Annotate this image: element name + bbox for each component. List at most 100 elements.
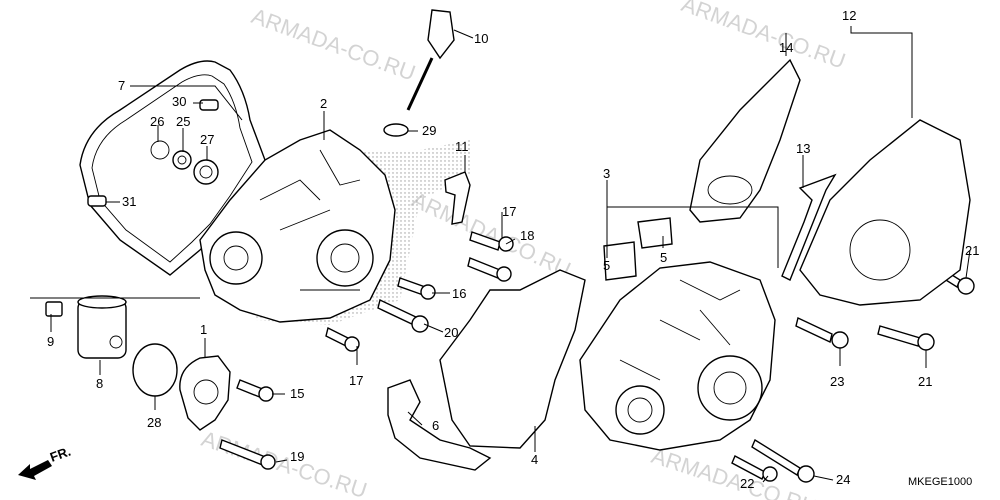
spring-part <box>45 301 63 317</box>
callout-26: 26 <box>150 114 164 129</box>
bolt-part <box>795 317 833 343</box>
callout-14: 14 <box>779 40 793 55</box>
leader-lines <box>30 26 971 483</box>
callout-17: 17 <box>502 204 516 219</box>
oil-seal-part <box>193 159 219 185</box>
callout-23: 23 <box>830 374 844 389</box>
diagram-code: MKEGE1000 <box>908 476 972 488</box>
bolt-head <box>496 266 512 282</box>
sprocket-cover-window <box>849 219 911 281</box>
oil-filter-hole <box>109 335 123 349</box>
callout-21: 21 <box>918 374 932 389</box>
bracket-part <box>781 173 837 281</box>
callout-2: 2 <box>320 96 327 111</box>
plate-part <box>387 379 492 471</box>
dipstick-part <box>427 9 455 60</box>
callout-5: 5 <box>660 250 667 265</box>
bolt-head <box>831 331 849 349</box>
o-ring-part <box>383 123 409 137</box>
callout-25: 25 <box>176 114 190 129</box>
callout-7: 7 <box>118 78 125 93</box>
washer-part <box>172 150 192 170</box>
front-label: FR. <box>48 444 73 465</box>
callout-27: 27 <box>200 132 214 147</box>
bolt-head <box>260 454 276 470</box>
filter-cover-part <box>179 355 231 431</box>
callout-13: 13 <box>796 141 810 156</box>
bolt-part <box>731 455 766 480</box>
o-ring-part <box>132 343 178 397</box>
cover-assembly-port-inner <box>627 397 653 423</box>
bolt-part <box>469 231 501 251</box>
callout-5: 5 <box>603 258 610 273</box>
cover-boss-inner <box>330 243 360 273</box>
callout-31: 31 <box>122 194 136 209</box>
bracket-part <box>444 171 471 225</box>
callout-labels: 1 2 3 4 5 5 6 7 8 9 10 11 12 13 14 15 16… <box>47 8 979 491</box>
callout-3: 3 <box>603 166 610 181</box>
bolt-part <box>467 257 501 279</box>
filter-cover-center <box>193 379 219 405</box>
bolt-part <box>751 438 801 477</box>
callout-8: 8 <box>96 376 103 391</box>
callout-18: 18 <box>520 228 534 243</box>
cover-port-inner <box>223 245 249 271</box>
cushion-pad-part <box>603 241 637 281</box>
callout-17: 17 <box>349 373 363 388</box>
callout-10: 10 <box>474 31 488 46</box>
front-arrow-icon <box>18 460 52 480</box>
bolt-head <box>411 315 429 333</box>
circlip-part <box>150 140 170 160</box>
cover-assembly-port <box>615 385 665 435</box>
callout-19: 19 <box>290 449 304 464</box>
watermark-text: ARMADA-CO.RU <box>678 0 849 74</box>
cover-boss <box>316 229 374 287</box>
callout-21: 21 <box>965 243 979 258</box>
front-arrow: FR. <box>18 444 73 480</box>
callout-12: 12 <box>842 8 856 23</box>
bolt-head <box>957 277 975 295</box>
callout-28: 28 <box>147 415 161 430</box>
callout-22: 22 <box>740 476 754 491</box>
bolt-part <box>877 325 921 347</box>
cover-assembly-boss-inner <box>713 371 747 405</box>
callout-1: 1 <box>200 322 207 337</box>
gasket-inner-edge <box>91 74 253 263</box>
dipstick-rod <box>406 57 434 111</box>
cover-assembly-ribs <box>619 279 741 381</box>
bolt-head <box>420 284 436 300</box>
callout-9: 9 <box>47 334 54 349</box>
callout-11: 11 <box>455 139 469 154</box>
watermark-text: ARMADA-CO.RU <box>248 3 419 85</box>
dowel-pin-part <box>87 195 107 207</box>
guide-plate-window <box>707 175 753 205</box>
oil-filter-top <box>77 295 127 309</box>
cover-assembly-part <box>579 261 776 451</box>
washer-hole <box>177 155 187 165</box>
oil-filter-part <box>77 299 127 359</box>
sprocket-cover-part <box>799 119 971 306</box>
dowel-pin-part <box>199 99 219 111</box>
bolt-head <box>797 465 815 483</box>
bolt-head <box>344 336 360 352</box>
bolt-head <box>258 386 274 402</box>
insulation-part <box>439 269 586 449</box>
bolt-group <box>219 231 975 483</box>
watermark-text: ARMADA-CO.RU <box>198 426 370 500</box>
callout-29: 29 <box>422 123 436 138</box>
callout-4: 4 <box>531 452 538 467</box>
callout-30: 30 <box>172 94 186 109</box>
bolt-head <box>917 333 935 351</box>
oil-seal-inner <box>199 165 213 179</box>
cushion-pad-part <box>637 217 673 249</box>
cover-assembly-boss <box>697 355 763 421</box>
callout-16: 16 <box>452 286 466 301</box>
cover-ribs <box>259 149 361 291</box>
callout-15: 15 <box>290 386 304 401</box>
callout-20: 20 <box>444 325 458 340</box>
callout-6: 6 <box>432 418 439 433</box>
guide-plate-part <box>689 58 801 223</box>
callout-24: 24 <box>836 472 850 487</box>
cover-port <box>209 231 263 285</box>
